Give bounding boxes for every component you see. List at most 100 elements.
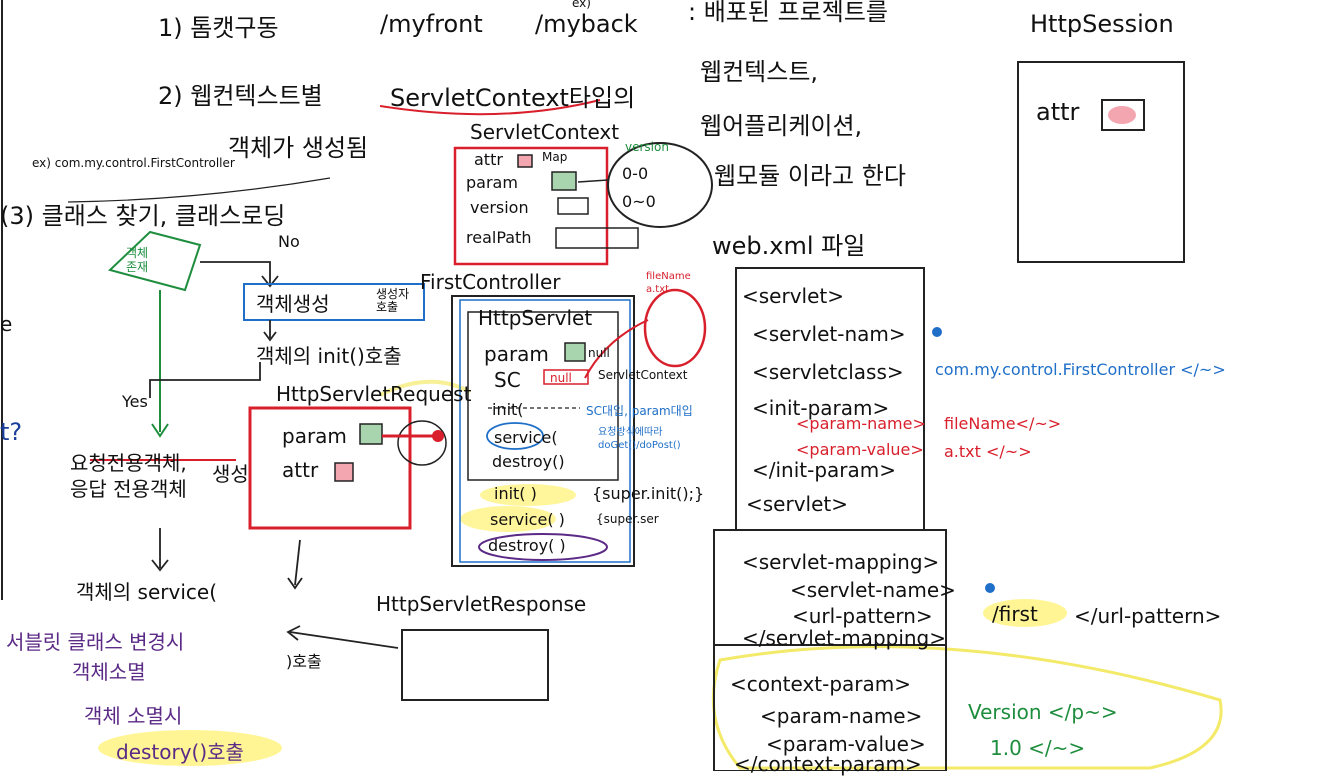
object-created-label: 객체가 생성됨 xyxy=(228,134,369,162)
init-highlight xyxy=(480,484,576,506)
ex-label: ex) xyxy=(572,0,591,10)
xml-param-value-value: a.txt </~> xyxy=(944,442,1032,461)
file-name-circle xyxy=(643,288,707,368)
servlet-service-note: 요청방식에따라 doGet()/doPost() xyxy=(598,427,681,451)
service-call-label: 객체의 service( xyxy=(76,580,218,604)
http-servlet-inner-box xyxy=(467,311,619,481)
xml-servlet-class-value: com.my.control.FirstController </~> xyxy=(935,360,1226,379)
request-title-highlight xyxy=(379,379,471,397)
xml-url-pattern: <url-pattern> xyxy=(792,604,933,628)
xml-mapping-servlet-name: <servlet-name> xyxy=(790,578,956,602)
step1-label: 1) 톰캣구동 xyxy=(158,14,279,42)
xml-servlet-open: <servlet> xyxy=(742,284,845,308)
ctx-attr-label: attr xyxy=(474,150,503,169)
servlet-super-init: {super.init();} xyxy=(592,484,705,503)
servlet-name-dot xyxy=(932,327,942,337)
xml-context-param-close: </context-param> xyxy=(734,752,922,776)
servlet-sc-label: SC xyxy=(494,368,521,392)
constructor-call-label: 생성자 호출 xyxy=(376,287,410,314)
step2-label: 2) 웹컨텍스트별 xyxy=(158,82,323,110)
mapping-name-dot xyxy=(985,583,995,593)
deployed-line1: : 배포된 프로젝트를 xyxy=(688,0,888,26)
request-param-box xyxy=(359,423,383,445)
yes-label: Yes xyxy=(122,392,148,411)
ctx-version-tag: version xyxy=(625,140,669,154)
xml-servlet-mapping: <servlet-mapping> xyxy=(742,550,940,574)
http-servlet-title: HttpServlet xyxy=(478,306,593,330)
servlet-destroy2-label: destroy( ) xyxy=(488,536,566,555)
servlet-param-label: param xyxy=(484,342,549,366)
servlet-context-ref: ServletContext xyxy=(598,368,688,382)
http-response-box xyxy=(401,629,549,701)
create-object-box xyxy=(243,283,425,321)
bottom-note-line3: 객체 소멸시 xyxy=(84,704,183,728)
xml-url-pattern-close: </url-pattern> xyxy=(1074,604,1222,628)
servlet-null-value: null xyxy=(588,346,610,360)
xml-servlet-class: <servletclass> xyxy=(752,360,904,384)
ctx-attr-box xyxy=(517,154,533,168)
left-question-label: t? xyxy=(0,418,23,446)
destroy-highlight xyxy=(98,730,282,766)
xml-ctx-param-name-value: Version </p~> xyxy=(968,700,1118,724)
http-session-title: HttpSession xyxy=(1030,10,1174,38)
ctx-map-label: Map xyxy=(542,150,568,164)
servlet-destroy-label: destroy() xyxy=(492,452,565,471)
xml-servlet-close: <servlet> xyxy=(746,492,849,516)
decision-diamond xyxy=(108,230,202,292)
request-param-values xyxy=(397,420,447,466)
servlet-init2-label: init( ) xyxy=(494,484,537,503)
first-highlight xyxy=(983,599,1067,627)
xml-ctx-param-value-value: 1.0 </~> xyxy=(990,736,1086,760)
servlet-service-label: service( xyxy=(494,428,558,447)
web-xml-title: web.xml 파일 xyxy=(712,232,866,260)
file-name-note: fileName a.txt xyxy=(646,271,691,295)
servlet-sc-note: SC대입, param대입 xyxy=(586,404,693,418)
context-type-underline xyxy=(379,99,601,116)
bottom-note-line2: 객체소멸 xyxy=(72,660,146,684)
myfront-label: /myfront xyxy=(380,10,483,38)
request-param-label: param xyxy=(282,424,347,448)
xml-url-value: /first xyxy=(992,602,1038,626)
http-request-box xyxy=(248,406,412,530)
ctx-values: 0-0 0~0 xyxy=(622,164,656,211)
ctx-values-circle xyxy=(607,142,713,228)
bottom-note-line1: 서블릿 클래스 변경시 xyxy=(6,630,185,654)
no-label: No xyxy=(278,232,300,251)
ctx-version-label: version xyxy=(470,198,529,217)
destroy2-ring xyxy=(478,533,608,561)
request-dot xyxy=(432,430,444,442)
context-type-label: ServletContext타입의 xyxy=(390,84,636,112)
deployed-line4: 웹모듈 이라고 한다 xyxy=(714,162,906,190)
create-label: 생성 xyxy=(212,462,249,486)
xml-init-param: <init-param> xyxy=(752,396,890,420)
service-ring xyxy=(486,422,544,450)
xml-ctx-param-name: <param-name> xyxy=(760,704,923,728)
ctx-param-label: param xyxy=(466,173,518,192)
servlet-super-ser: {super.ser xyxy=(596,512,659,526)
ctx-param-box xyxy=(551,171,577,191)
xml-context-param: <context-param> xyxy=(730,672,912,696)
session-attr-label: attr xyxy=(1036,98,1080,126)
myback-label: /myback xyxy=(535,10,638,38)
servlet-sc-box xyxy=(543,369,589,385)
xml-ctx-param-value: <param-value> xyxy=(766,732,926,756)
ctx-realpath-box xyxy=(555,227,639,249)
first-controller-label: FirstController xyxy=(420,270,561,294)
session-attr-box xyxy=(1101,99,1145,131)
http-servlet-blue-box xyxy=(459,299,631,563)
xml-init-param-close: </init-param> xyxy=(752,458,897,482)
http-response-title: HttpServletResponse xyxy=(376,592,587,616)
xml-servlet-name: <servlet-nam> xyxy=(752,322,906,346)
ctx-version-box xyxy=(557,197,589,215)
no-arrow xyxy=(200,261,271,284)
servlet-service2-label: service( ) xyxy=(490,510,565,529)
xml-servlet-mapping-close: </servlet-mapping> xyxy=(742,626,947,650)
xml-param-value-tag: <param-value> xyxy=(796,440,924,459)
deployed-line2: 웹컨텍스트, xyxy=(700,58,819,86)
request-attr-box xyxy=(334,462,354,482)
servlet-context-box xyxy=(453,146,609,266)
servlet-context-title: ServletContext xyxy=(470,120,620,144)
xml-param-name-value: fileName</~> xyxy=(944,414,1062,433)
ctx-realpath-label: realPath xyxy=(466,228,532,247)
